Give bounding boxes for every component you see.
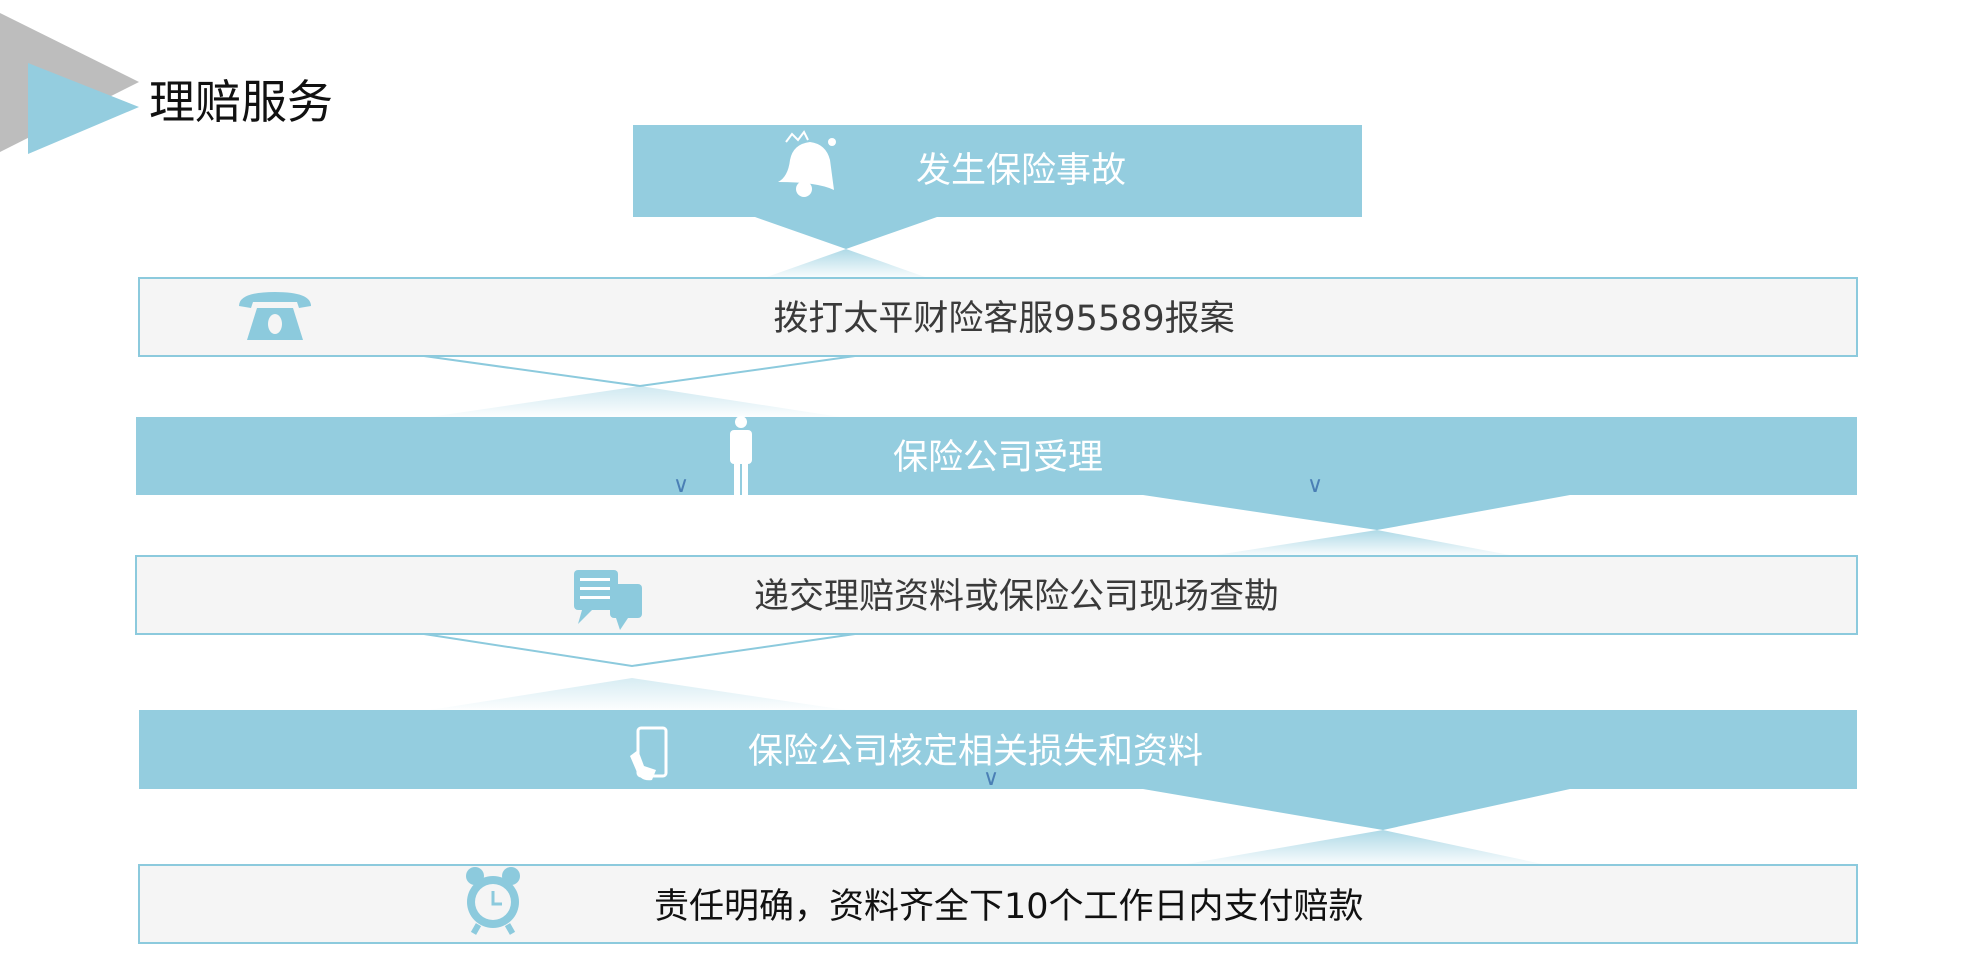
connector-fade-3	[1210, 530, 1515, 556]
step-2-box: 拨打太平财险客服95589报案	[138, 277, 1858, 388]
step-3-box: ∨ ∨ 保险公司受理	[136, 416, 1857, 530]
step-6-label: 责任明确，资料齐全下10个工作日内支付赔款	[654, 887, 1364, 927]
step-1-label: 发生保险事故	[916, 151, 1126, 191]
person-icon	[730, 416, 752, 495]
step-5-label: 保险公司核定相关损失和资料	[748, 732, 1203, 772]
alarm-clock-icon	[466, 867, 520, 935]
connector-fade-2	[430, 386, 840, 417]
step-5-box: ∨ 保险公司核定相关损失和资料	[139, 710, 1857, 830]
connector-fade-5	[1181, 830, 1547, 865]
chevron-down-icon: ∨	[1307, 473, 1323, 498]
chevron-down-icon: ∨	[673, 473, 689, 498]
step-4-label: 递交理赔资料或保险公司现场查勘	[754, 577, 1279, 617]
page-title: 理赔服务	[149, 75, 333, 129]
step-4-box: 递交理赔资料或保险公司现场查勘	[135, 555, 1858, 668]
telephone-icon	[239, 292, 311, 340]
connector-fade-4	[430, 678, 846, 710]
chevron-down-icon: ∨	[983, 766, 999, 791]
step-2-label: 拨打太平财险客服95589报案	[773, 299, 1234, 339]
connector-fade-1	[764, 249, 928, 278]
bell-icon	[778, 130, 836, 197]
step-6-box: 责任明确，资料齐全下10个工作日内支付赔款	[138, 864, 1858, 944]
header-blue-triangle	[28, 63, 139, 154]
tablet-touch-icon	[630, 726, 668, 781]
chat-icon	[574, 570, 642, 630]
step-1-box: 发生保险事故	[633, 125, 1362, 249]
step-3-label: 保险公司受理	[893, 438, 1103, 478]
